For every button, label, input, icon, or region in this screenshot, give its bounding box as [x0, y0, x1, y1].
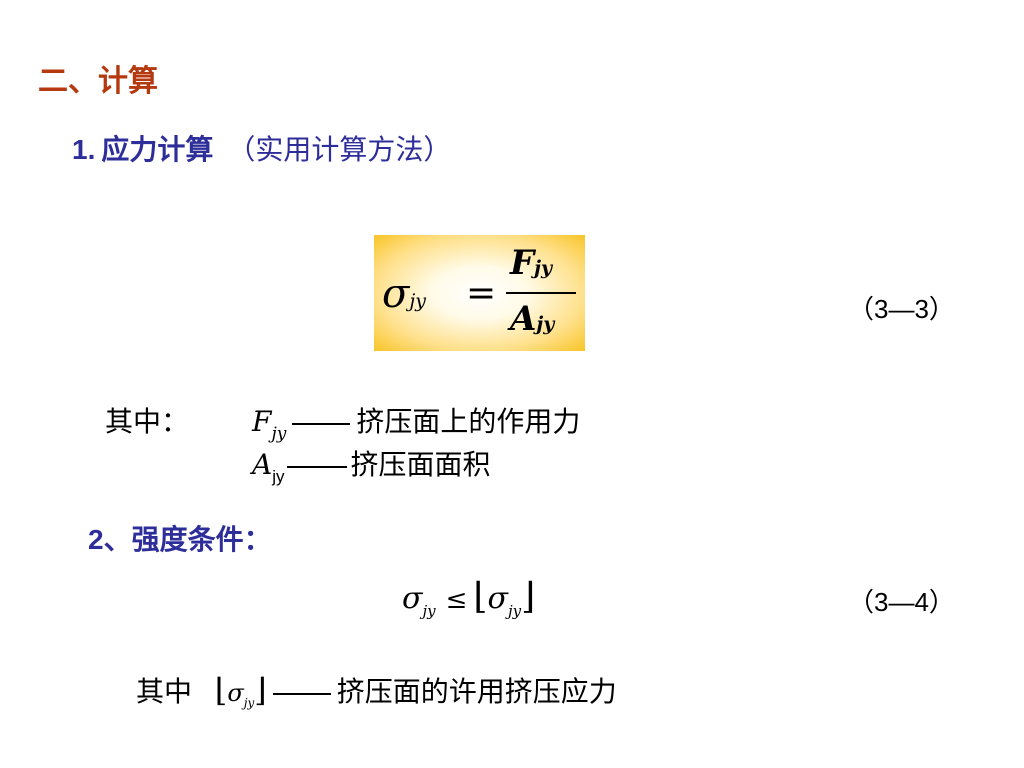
subsection-number: 2 — [88, 524, 104, 555]
definition-subscript: jy — [272, 467, 285, 486]
definitions-lead: 其中： — [105, 405, 190, 438]
right-bracket: ⌋ — [521, 576, 536, 617]
definition-text: 挤压面的许用挤压应力 — [336, 675, 617, 708]
sigma-symbol: σ — [402, 581, 423, 616]
sigma-subscript: jy — [409, 290, 426, 312]
area-symbol: A — [510, 299, 537, 339]
em-dash-line — [292, 422, 351, 425]
definition-item: Ajy 挤压面面积 — [252, 443, 491, 487]
fraction-bar — [506, 292, 576, 294]
formula-box: σjy = Fjy Ajy — [374, 235, 585, 351]
definition-text: 挤压面上的作用力 — [356, 405, 581, 438]
sigma-subscript: jy — [422, 602, 436, 620]
definition-item: Fjy 挤压面上的作用力 — [252, 400, 580, 444]
strength-condition-formula: σjy≤⌊σjy⌋ — [402, 576, 535, 620]
left-bracket: ⌊ — [473, 576, 488, 617]
area-subscript: jy — [536, 313, 555, 335]
definition-lead: 其中 — [136, 675, 193, 708]
definition-subscript: jy — [271, 424, 287, 444]
subsection-title: 、强度条件： — [103, 523, 272, 556]
force-subscript: jy — [534, 257, 553, 279]
subsection-stress-calculation: 1.应力计算 （实用计算方法） — [72, 128, 451, 168]
em-dash-line — [272, 692, 331, 695]
definition-symbol: F — [252, 405, 272, 438]
less-equal-sign: ≤ — [445, 585, 468, 615]
sigma-symbol: σ — [382, 271, 410, 317]
fraction-denominator: Ajy — [510, 299, 554, 339]
allowable-sigma-symbol: σ — [487, 581, 508, 616]
subsection-note: （实用计算方法） — [227, 133, 452, 166]
sigma-subscript: jy — [243, 696, 255, 710]
subsection-title: 应力计算 — [101, 133, 214, 166]
equation-number-3-4: （3—4） — [848, 587, 955, 617]
section-title: 二、计算 — [38, 64, 158, 99]
subsection-number: 1. — [72, 134, 96, 165]
definition-text: 挤压面面积 — [350, 448, 491, 481]
subsection-strength-condition: 2、强度条件： — [88, 518, 272, 558]
sigma-symbol: σ — [227, 679, 244, 707]
equals-sign: = — [466, 273, 497, 314]
force-symbol: F — [510, 243, 535, 283]
right-bracket: ⌋ — [254, 671, 267, 709]
fraction-numerator: Fjy — [510, 243, 552, 283]
allowable-sigma-subscript: jy — [507, 602, 522, 620]
definition-symbol: A — [252, 448, 273, 481]
formula-lhs: σjy — [382, 271, 426, 317]
left-bracket: ⌊ — [214, 671, 228, 709]
allowable-stress-definition: 其中 ⌊σjy⌋ 挤压面的许用挤压应力 — [136, 670, 617, 710]
equation-number-3-3: （3—3） — [848, 294, 955, 324]
em-dash-line — [286, 465, 347, 468]
